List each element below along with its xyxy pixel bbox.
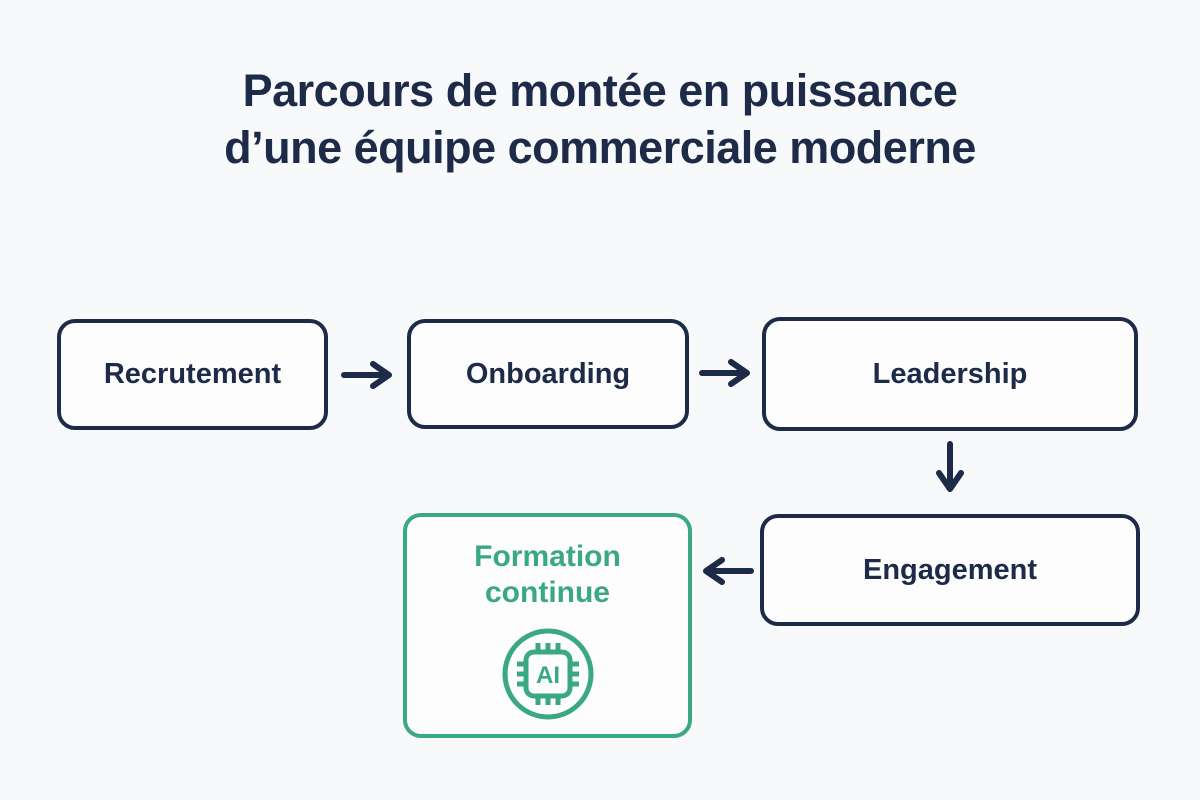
arrow-recrutement-to-onboarding (340, 361, 396, 389)
node-formation-continue: Formation continue (403, 513, 692, 738)
node-leadership: Leadership (762, 317, 1138, 431)
arrow-onboarding-to-leadership (698, 359, 754, 387)
arrow-down-icon (936, 441, 964, 492)
node-engagement-label: Engagement (862, 553, 1038, 586)
page-title-line2: d’une équipe commerciale moderne (224, 122, 976, 173)
page-title-line1: Parcours de montée en puissance (242, 65, 958, 116)
node-engagement: Engagement (760, 514, 1140, 626)
arrow-right-icon (699, 359, 750, 387)
ai-icon-text: AI (536, 662, 560, 689)
node-recrutement-label: Recrutement (103, 358, 282, 390)
arrow-right-icon (341, 361, 392, 389)
arrow-left-icon (703, 557, 754, 585)
node-leadership-label: Leadership (872, 357, 1028, 390)
arrow-engagement-to-formation (699, 557, 755, 585)
node-recrutement: Recrutement (57, 319, 328, 430)
page-title: Parcours de montée en puissance d’une éq… (0, 62, 1200, 176)
node-formation-continue-label: Formation continue (474, 540, 621, 609)
node-onboarding-label: Onboarding (465, 357, 631, 390)
arrow-leadership-to-engagement (936, 440, 964, 496)
node-onboarding: Onboarding (407, 319, 689, 429)
ai-chip-icon: AI (502, 628, 593, 720)
